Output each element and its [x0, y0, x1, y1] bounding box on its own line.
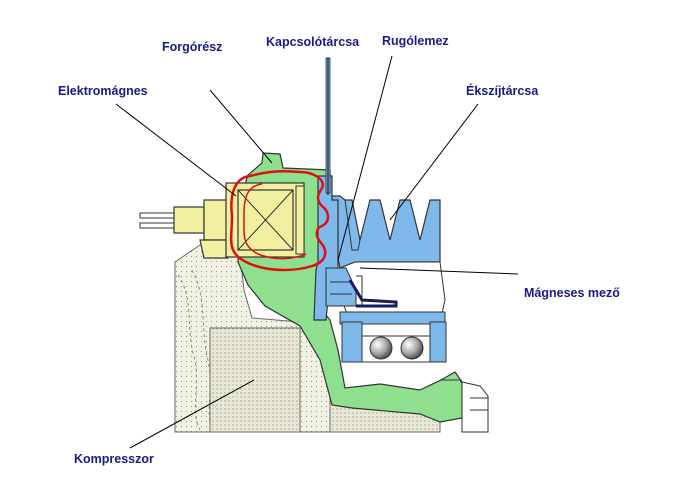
electromagnet — [139, 182, 305, 259]
label-elektromagnes: Elektromágnes — [58, 84, 148, 98]
label-ekszijtarcsa: Ékszíjtárcsa — [466, 84, 539, 98]
leader-ekszijtarcsa — [389, 103, 479, 221]
bearing — [362, 335, 430, 360]
label-rugolemez: Rugólemez — [382, 34, 449, 48]
leader-lines — [115, 55, 519, 449]
label-kompresszor: Kompresszor — [74, 452, 154, 466]
leader-elektromagnes — [115, 103, 237, 197]
magnetic-field-inner — [243, 183, 307, 260]
leader-magneses-mezo — [359, 267, 519, 275]
magnetic-field-loop — [229, 169, 330, 272]
label-forgoresz: Forgórész — [162, 40, 223, 54]
leader-kompresszor — [129, 379, 255, 449]
leader-forgoresz — [209, 89, 273, 164]
leader-rugolemez — [337, 55, 393, 261]
hub-details — [461, 381, 489, 433]
label-kapcsolotarcsa: Kapcsolótárcsa — [266, 35, 360, 49]
label-magneses-mezo: Mágneses mező — [524, 286, 620, 300]
